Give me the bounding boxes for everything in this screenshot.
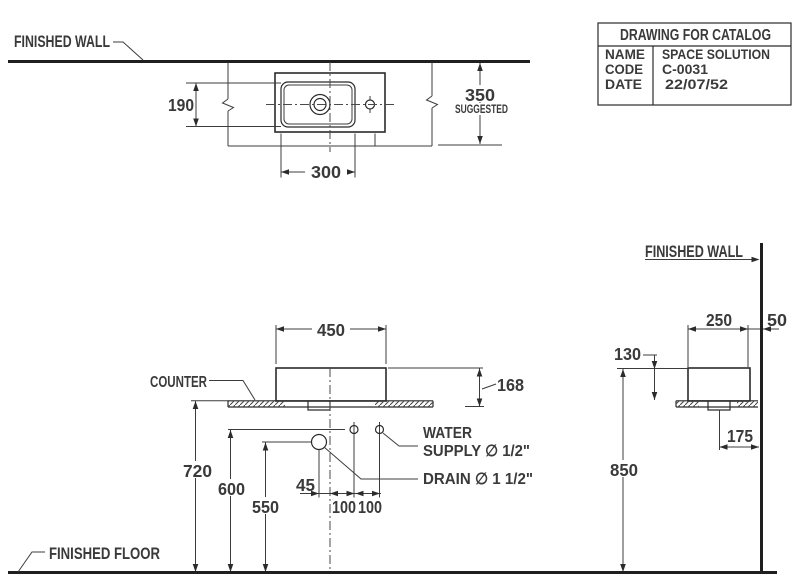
water-supply-leader bbox=[382, 432, 418, 447]
dim-300-text: 300 bbox=[311, 162, 341, 182]
drain-label: DRAIN ∅ 1 1/2" bbox=[423, 471, 533, 488]
suggested-text: SUGGESTED bbox=[455, 104, 508, 116]
dim-drain-to-wall: 175 bbox=[719, 410, 759, 450]
water-supply-label-line2: SUPPLY ∅ 1/2" bbox=[423, 443, 530, 460]
counter-hatch-left bbox=[228, 401, 285, 407]
dim-spacing: 45 100 100 bbox=[296, 434, 382, 517]
finished-floor-leader bbox=[17, 551, 45, 573]
dim-counter-height: 720 bbox=[178, 401, 218, 572]
rough-in-points: WATER SUPPLY ∅ 1/2" DRAIN ∅ 1 1/2" bbox=[228, 422, 533, 488]
dim-wall-gap: 50 bbox=[763, 310, 787, 332]
title-row-date-label: DATE bbox=[605, 76, 642, 92]
finished-wall-top-label: FINISHED WALL bbox=[14, 33, 110, 51]
dim-45-text: 45 bbox=[296, 475, 315, 495]
top-view: FINISHED WALL bbox=[8, 33, 530, 182]
dim-168-text: 168 bbox=[497, 375, 524, 395]
dim-bowl-width: 300 bbox=[280, 133, 376, 182]
title-row-name-value: SPACE SOLUTION bbox=[662, 46, 770, 62]
counter-hatch-side-left bbox=[676, 401, 699, 407]
dim-250-text: 250 bbox=[706, 310, 732, 330]
sink-plan bbox=[266, 62, 397, 152]
title-block-border bbox=[597, 22, 792, 106]
dim-basin-width: 450 bbox=[275, 320, 387, 364]
dim-bowl-depth: 190 bbox=[168, 82, 281, 127]
water-supply-hole-2 bbox=[374, 424, 385, 435]
counter-label: COUNTER bbox=[150, 374, 207, 391]
dim-350-text: 350 bbox=[465, 85, 495, 105]
dim-175-text: 175 bbox=[727, 426, 753, 446]
title-row-code-value: C-0031 bbox=[662, 61, 708, 77]
title-block: DRAWING FOR CATALOG NAME SPACE SOLUTION … bbox=[597, 22, 792, 106]
finished-floor-label: FINISHED FLOOR bbox=[49, 545, 160, 563]
front-view: COUNTER 450 bbox=[150, 320, 533, 573]
finished-wall-top-leader bbox=[113, 41, 144, 61]
counter-front bbox=[191, 400, 434, 411]
dim-supply-height: 600 bbox=[213, 430, 253, 572]
title-row-name-label: NAME bbox=[605, 46, 645, 62]
counter-hatch-side-right bbox=[737, 401, 758, 407]
dim-rim-height: 850 bbox=[605, 369, 643, 572]
dim-basin-depth: 250 bbox=[687, 310, 760, 367]
counter-leader bbox=[209, 380, 256, 401]
water-supply-label-line1: WATER bbox=[423, 425, 472, 442]
dim-drain-height: 550 bbox=[247, 442, 287, 572]
dim-basin-height: 168 bbox=[388, 367, 524, 407]
dim-100a-text: 100 bbox=[332, 497, 356, 517]
dim-450-text: 450 bbox=[317, 320, 345, 340]
drain-point bbox=[310, 433, 328, 451]
dim-550-text: 550 bbox=[252, 497, 279, 517]
floor: FINISHED FLOOR bbox=[8, 545, 777, 574]
title-row-date-value: 22/07/52 bbox=[665, 76, 728, 92]
dim-130-text: 130 bbox=[614, 344, 641, 364]
water-supply-hole-1 bbox=[349, 424, 359, 435]
finished-wall-right-label: FINISHED WALL bbox=[645, 243, 743, 261]
break-symbol-right bbox=[425, 95, 439, 109]
title-row-code-label: CODE bbox=[605, 61, 643, 77]
dim-600-text: 600 bbox=[218, 479, 245, 499]
dim-above-counter: 130 bbox=[614, 344, 658, 400]
counter-hatch-right bbox=[375, 401, 433, 407]
drain-flange-side bbox=[707, 400, 731, 411]
drain-flange-front bbox=[307, 400, 331, 411]
dim-720-text: 720 bbox=[183, 461, 212, 481]
basin-side-outline bbox=[687, 367, 751, 402]
counter-outline-top bbox=[221, 62, 439, 147]
dim-100b-text: 100 bbox=[358, 497, 382, 517]
drain-leader bbox=[323, 446, 418, 480]
side-view: FINISHED WALL 250 50 bbox=[605, 243, 787, 574]
dim-850-text: 850 bbox=[610, 460, 638, 480]
dim-190-text: 190 bbox=[168, 95, 194, 115]
break-symbol-left bbox=[221, 98, 235, 112]
dim-counter-depth: 350 SUGGESTED bbox=[438, 63, 512, 146]
basin-front-outline bbox=[275, 367, 387, 402]
title-block-header: DRAWING FOR CATALOG bbox=[620, 27, 771, 44]
counter-side bbox=[675, 400, 758, 411]
dim-50-text: 50 bbox=[767, 310, 787, 330]
